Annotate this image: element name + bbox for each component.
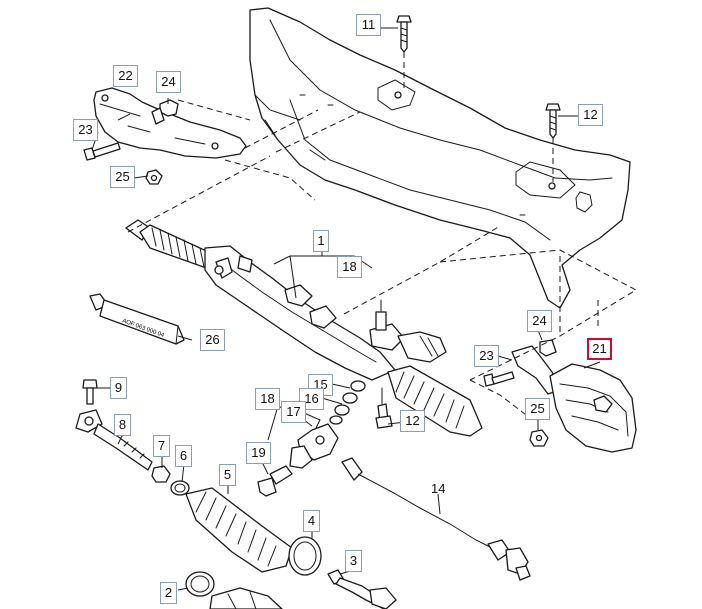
callout-23-right[interactable]: 23 [474,345,499,367]
callout-7[interactable]: 7 [153,435,170,457]
bracket-22 [93,87,247,159]
callout-18-lower[interactable]: 18 [255,388,280,410]
callout-6[interactable]: 6 [175,445,192,467]
tie-rod-end-8 [75,409,153,471]
clip-24-right [539,339,557,357]
callout-17[interactable]: 17 [281,401,306,423]
callout-12-upper[interactable]: 12 [578,104,603,126]
callout-24-right[interactable]: 24 [527,310,552,332]
callout-8[interactable]: 8 [114,414,131,436]
grease-tube-26: AOF 063 000 04 [89,293,185,345]
steering-rack [125,219,447,381]
callout-23-left[interactable]: 23 [73,119,98,141]
bolt-12-lower [375,387,393,429]
cable-14 [341,457,531,581]
nut-25-right [529,429,549,447]
bolt-23-right [483,371,515,387]
bolt-9 [82,379,98,405]
callout-22[interactable]: 22 [113,65,138,87]
pinion-bottom [209,587,283,609]
boot-right [387,365,483,437]
callout-25-left[interactable]: 25 [110,166,135,188]
inner-tie-rod-3 [327,569,397,609]
callout-11[interactable]: 11 [356,14,381,36]
callout-4[interactable]: 4 [303,510,320,532]
callout-9[interactable]: 9 [110,377,127,399]
bolt-12-upper [545,103,561,182]
valve-19 [257,423,339,497]
callout-18-upper[interactable]: 18 [337,256,362,278]
subframe [249,7,631,309]
callout-26[interactable]: 26 [200,329,225,351]
nut-25-left [145,169,163,185]
clamp-6 [170,480,190,496]
heat-shield-21 [549,363,637,453]
seal-rings [329,380,366,425]
callout-3[interactable]: 3 [345,550,362,572]
bolt-11 [396,15,412,88]
callout-2[interactable]: 2 [160,582,177,604]
nut-7 [151,465,171,483]
clamp-4 [288,536,322,576]
callout-1[interactable]: 1 [313,230,329,252]
callout-24-left[interactable]: 24 [156,71,181,93]
callout-19[interactable]: 19 [246,442,271,464]
boot-left-5 [185,487,293,573]
bolt-23-left [83,142,121,161]
ring-2 [185,571,215,597]
label-14[interactable]: 14 [431,481,446,496]
callout-21-selected[interactable]: 21 [587,338,612,360]
callout-5[interactable]: 5 [219,464,236,486]
callout-25-right[interactable]: 25 [525,398,550,420]
callout-12-lower[interactable]: 12 [400,410,425,432]
